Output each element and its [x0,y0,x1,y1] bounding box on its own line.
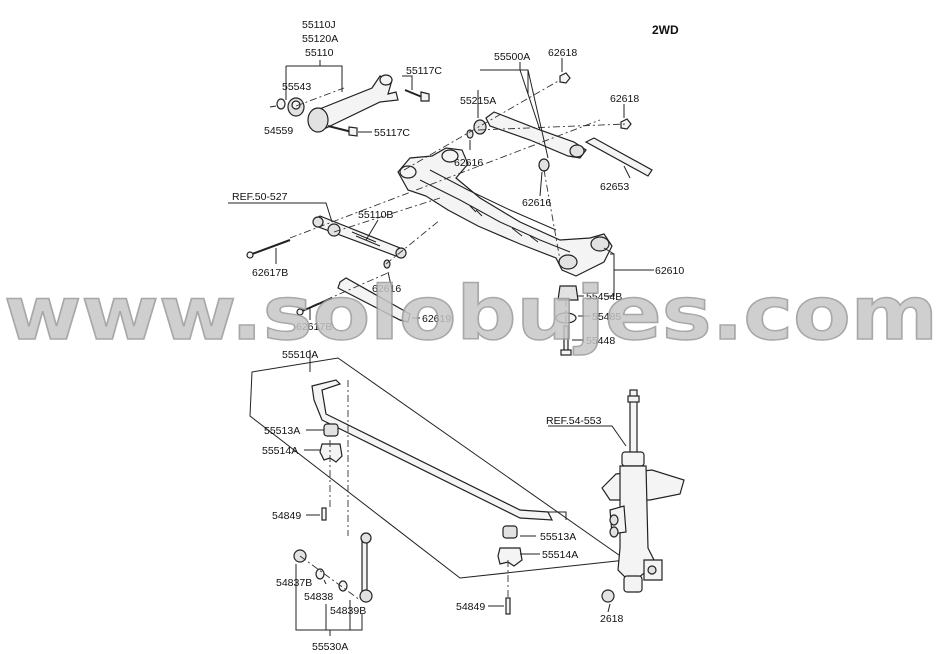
label-62618-top: 62618 [548,47,577,59]
control-arm-55500A [485,111,587,159]
leaders-lower [295,350,540,636]
label-55120A: 55120A [302,33,338,45]
label-62619: 62619 [422,313,451,325]
stabilizer-box [249,357,628,579]
label-62617B-bottom: 62617B [296,321,332,333]
lateral-link-62653 [584,137,653,177]
label-62618-right: 62618 [610,93,639,105]
lateral-rod-55110B [312,215,407,259]
bolt-54849-left [321,507,327,521]
label-55514A-left: 55514A [262,445,298,457]
crossmember-62610 [397,147,613,277]
label-55110B: 55110B [358,209,393,221]
label-55215A: 55215A [460,95,496,107]
label-54838: 54838 [304,591,333,603]
bolt-62617B-top [246,239,291,259]
label-54839B: 54839B [330,605,366,617]
bracket-55514A-left [319,443,343,463]
trailing-arm-55110 [307,74,399,133]
label-2618: 2618 [600,613,624,625]
label-55454B: 55454B [586,291,622,303]
label-62617B-top: 62617B [252,267,288,279]
label-62653: 62653 [600,181,629,193]
label-55513A-right: 55513A [540,531,576,543]
bolt-62617B-bottom [296,297,333,316]
label-55117C-top: 55117C [406,65,442,77]
washer-54838 [315,568,325,580]
variant-label: 2WD [652,23,679,37]
label-55510A: 55510A [282,349,318,361]
label-55514A-right: 55514A [542,549,578,561]
label-62616-right: 62616 [522,197,551,209]
label-55485: 55485 [592,311,621,323]
label-62616-center: 62616 [454,157,483,169]
label-62616-left: 62616 [372,283,401,295]
bushing-55513A-right [502,525,518,539]
label-55513A-left: 55513A [264,425,300,437]
nut-2618 [601,589,615,603]
label-ref-54-553: REF.54-553 [546,415,602,427]
lower-link-62619 [337,277,411,323]
label-55543: 55543 [282,81,311,93]
label-54849-bottom: 54849 [456,601,485,613]
stabilizer-bar-55510A [311,379,567,521]
label-54837B: 54837B [276,577,312,589]
label-55500A: 55500A [494,51,530,63]
bolt-55117C-top [404,89,430,102]
label-55110J: 55110J [302,19,336,31]
bushing-55215A [473,119,487,135]
washer-54559 [276,98,286,110]
label-55448: 55448 [586,335,615,347]
label-55110: 55110 [305,47,334,59]
leaders-upper [228,58,654,341]
label-55530A: 55530A [312,641,348,653]
stabilizer-link-55530A [359,532,373,603]
bolt-55117C-bottom [327,125,358,137]
label-ref-50-527: REF.50-527 [232,191,288,203]
label-62610: 62610 [655,265,684,277]
bracket-55514A-right [497,547,523,567]
bushing-55513A-left [323,423,339,437]
mount-55454B [557,285,579,301]
bushing-55543 [287,97,305,117]
nut-62618-top [559,72,571,84]
label-54559: 54559 [264,125,293,137]
bushing-62616-left-top [327,223,341,237]
label-54849-left: 54849 [272,510,301,522]
label-55117C-bottom: 55117C [374,127,410,139]
watermark-text: www.solobujes.com [4,271,938,357]
nut-62618-right [620,118,632,130]
strut-assembly [601,389,685,593]
bolt-54849-bottom [505,597,511,615]
bushing-62616-right [538,158,550,172]
